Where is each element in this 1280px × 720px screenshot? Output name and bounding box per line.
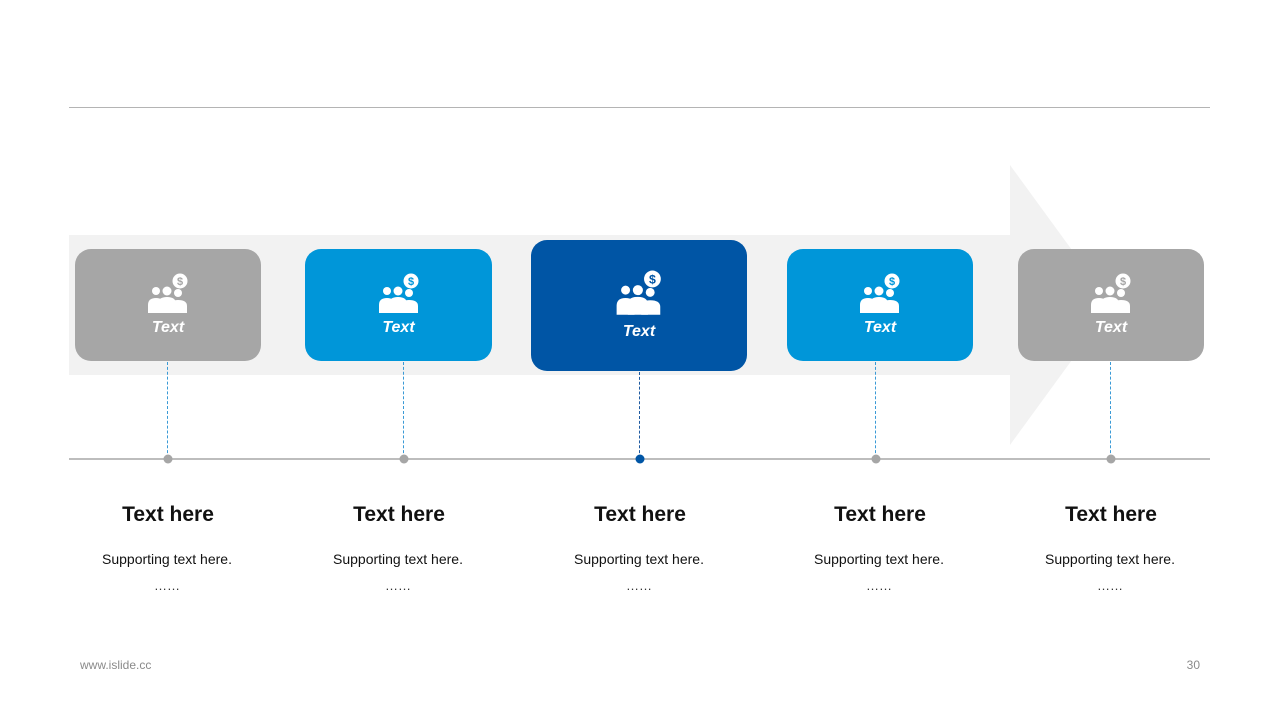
step-card-5: $ Text: [1018, 249, 1204, 361]
step-support-5: Supporting text here.: [1045, 551, 1175, 567]
step-ellipsis-2: ……: [385, 578, 411, 593]
people-money-icon: $: [860, 273, 900, 313]
step-card-label: Text: [863, 319, 897, 336]
step-card-label: Text: [622, 323, 656, 340]
connector-1: [167, 362, 168, 458]
timeline-dot-2: [399, 454, 409, 464]
timeline-dot-4: [871, 454, 881, 464]
people-money-icon: $: [148, 273, 188, 313]
svg-text:$: $: [1120, 276, 1126, 288]
step-support-3: Supporting text here.: [574, 551, 704, 567]
step-ellipsis-3: ……: [626, 578, 652, 593]
connector-2: [403, 362, 404, 458]
step-ellipsis-4: ……: [866, 578, 892, 593]
step-card-2: $ Text: [305, 249, 492, 361]
top-divider: [69, 107, 1210, 108]
step-title-3: Text here: [594, 503, 686, 526]
step-card-3: $ Text: [531, 240, 747, 371]
svg-text:$: $: [889, 276, 895, 288]
people-money-icon: $: [378, 273, 418, 313]
svg-text:$: $: [177, 276, 183, 288]
connector-5: [1110, 362, 1111, 458]
connector-3: [639, 372, 640, 458]
connector-4: [875, 362, 876, 458]
step-card-label: Text: [151, 319, 185, 336]
step-card-label: Text: [382, 319, 415, 336]
footer-website: www.islide.cc: [80, 658, 152, 672]
step-title-2: Text here: [353, 503, 445, 526]
step-support-4: Supporting text here.: [814, 551, 944, 567]
timeline-dot-1: [163, 454, 173, 464]
step-card-1: $ Text: [75, 249, 261, 361]
step-card-4: $ Text: [787, 249, 973, 361]
svg-text:$: $: [407, 276, 413, 288]
step-title-5: Text here: [1065, 503, 1157, 526]
timeline-dot-5: [1106, 454, 1116, 464]
step-ellipsis-5: ……: [1097, 578, 1123, 593]
timeline-dot-3: [635, 454, 645, 464]
step-support-2: Supporting text here.: [333, 551, 463, 567]
page-number: 30: [1186, 658, 1200, 672]
step-ellipsis-1: ……: [154, 578, 180, 593]
step-title-1: Text here: [122, 503, 214, 526]
people-money-icon: $: [616, 270, 661, 315]
svg-text:$: $: [649, 272, 656, 286]
people-money-icon: $: [1091, 273, 1131, 313]
step-support-1: Supporting text here.: [102, 551, 232, 567]
step-card-label: Text: [1094, 319, 1128, 336]
step-title-4: Text here: [834, 503, 926, 526]
